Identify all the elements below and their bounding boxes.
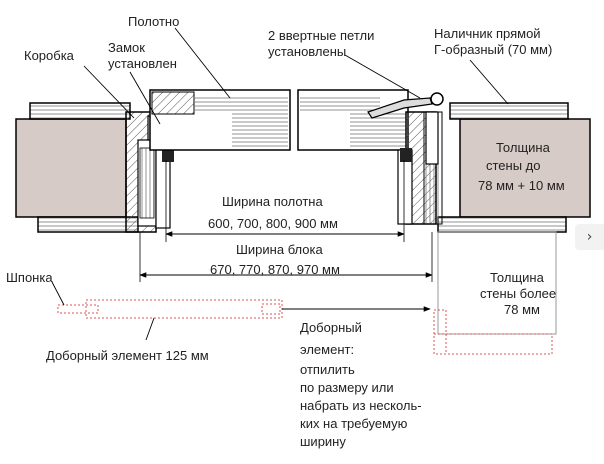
label-shponka: Шпонка [6,270,53,285]
label-hinges-2: установлены [268,44,346,59]
right-wall [459,118,591,218]
label-lock-1: Замок [108,40,145,55]
extension-element [57,299,431,319]
label-leaf-width-1: Ширина полотна [222,194,323,209]
label-hinges-1: 2 ввертные петли [268,28,374,43]
label-trim-2: Г-образный (70 мм) [434,42,552,57]
next-arrow-button[interactable]: › [575,224,604,250]
label-trim-1: Наличник прямой [434,26,541,41]
label-korobka: Коробка [24,48,75,63]
door-leaf [149,89,291,151]
label-extension-note-3: отпилить [300,362,355,377]
label-wall-thick-3: 78 мм [504,302,540,317]
label-wall-thin-1: Толщина [496,140,551,155]
hinge [367,92,444,165]
label-block-width-1: Ширина блока [236,242,323,257]
right-frame [297,89,443,225]
label-lock-2: установлен [108,56,177,71]
label-extension-note-2: элемент: [300,342,354,357]
left-trim-bottom [37,216,139,233]
right-trim-bottom [437,216,567,233]
label-wall-thin-2: стены до [486,158,541,173]
label-block-width-2: 670, 770, 870, 970 мм [210,262,340,277]
label-extension-note-7: ширину [300,434,346,449]
thick-wall-outline [433,231,557,355]
label-extension-note-5: набрать из несколь- [300,398,422,413]
block-width-dimension [139,232,433,282]
left-trim-top [29,102,131,120]
right-trim-top [449,102,569,120]
label-polotno: Полотно [128,14,179,29]
left-wall [15,118,127,218]
label-wall-thick-2: стены более [480,286,556,301]
label-extension-note-6: ких на требуемую [300,416,408,431]
label-leaf-width-2: 600, 700, 800, 900 мм [208,216,338,231]
label-extension: Доборный элемент 125 мм [46,348,209,363]
label-extension-note-1: Доборный [300,320,362,335]
label-wall-thick-1: Толщина [490,270,545,285]
label-extension-note-4: по размеру или [300,380,394,395]
leader-lines [51,27,509,341]
leaf-width-dimension [165,160,405,242]
chevron-right-icon: › [586,229,593,245]
label-wall-thin-3: 78 мм + 10 мм [478,178,565,193]
